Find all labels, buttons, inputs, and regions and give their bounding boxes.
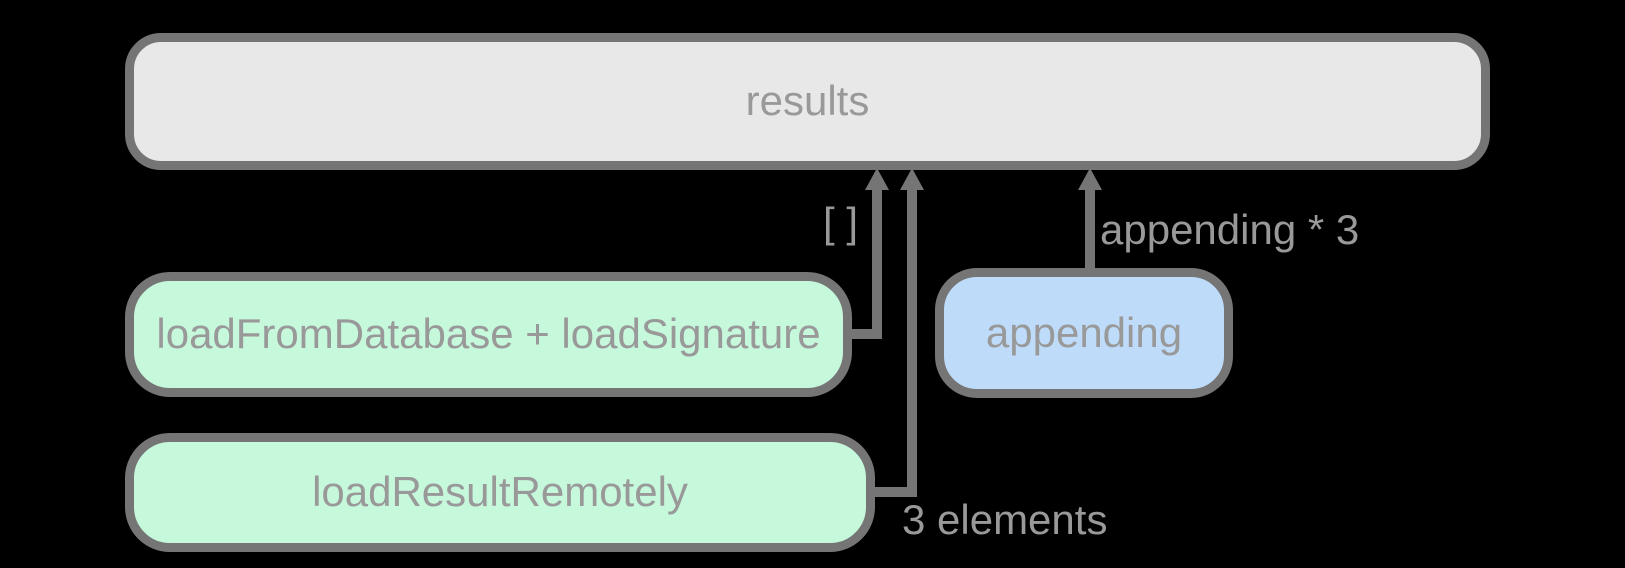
three-elements-annotation: 3 elements: [902, 496, 1108, 543]
results-node: results: [125, 33, 1490, 170]
load-result-remotely-node-label: loadResultRemotely: [312, 468, 688, 516]
appending-times-three-annotation: appending * 3: [1100, 206, 1360, 253]
arrow-load-from-database-to-results: [852, 168, 889, 339]
empty-array-annotation: [ ]: [822, 199, 858, 246]
results-node-label: results: [745, 77, 870, 125]
load-from-database-node: loadFromDatabase + loadSignature: [125, 272, 852, 397]
load-result-remotely-node: loadResultRemotely: [125, 433, 875, 552]
arrow-appending-to-results: [1078, 168, 1102, 268]
load-from-database-node-label: loadFromDatabase + loadSignature: [156, 310, 821, 358]
appending-node-label: appending: [985, 308, 1183, 356]
arrow-load-result-remotely-to-results: [875, 168, 924, 497]
appending-node: appending: [935, 268, 1233, 398]
